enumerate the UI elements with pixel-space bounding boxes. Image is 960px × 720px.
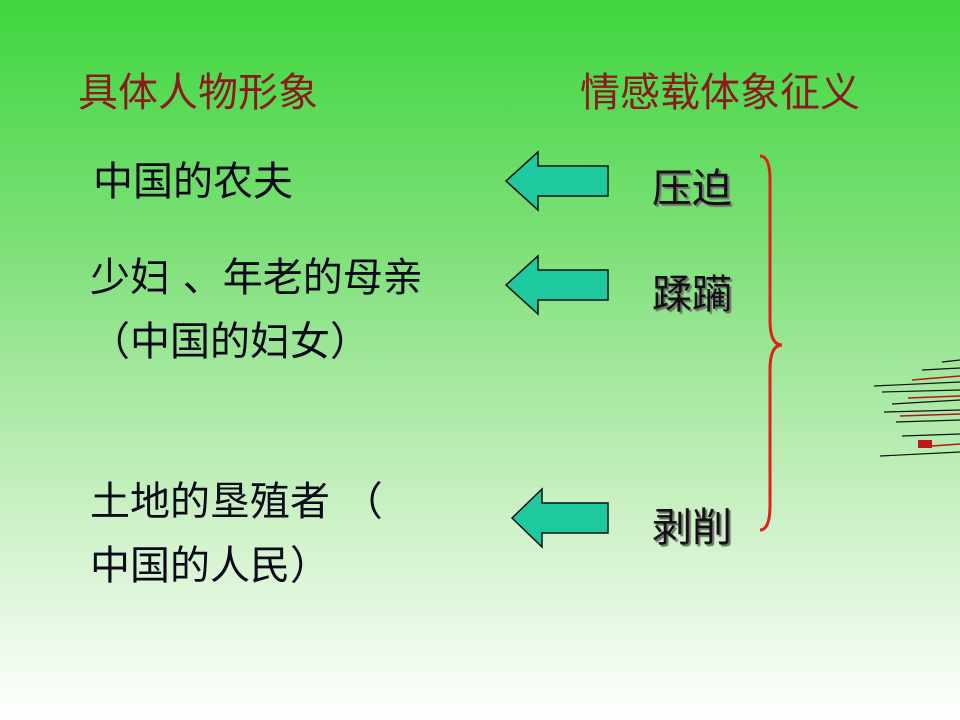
left-arrow-icon <box>504 254 609 316</box>
figure-item-line: （中国的妇女） <box>90 319 370 365</box>
figure-item-line: 少妇 、年老的母亲 <box>90 255 423 301</box>
verb-trampling: 蹂躏 <box>652 272 732 318</box>
header-symbolic-meaning: 情感载体象征义 <box>580 70 860 116</box>
curly-brace-icon <box>759 154 783 532</box>
figure-item-line: 中国的农夫 <box>93 159 293 205</box>
figure-item-cultivators: 土地的垦殖者 （ 中国的人民） <box>90 470 383 598</box>
figure-item-line: 中国的人民） <box>90 543 330 589</box>
figure-item-women: 少妇 、年老的母亲 （中国的妇女） <box>90 246 423 374</box>
figure-item-peasant: 中国的农夫 <box>93 150 293 214</box>
header-concrete-figures: 具体人物形象 <box>78 70 318 116</box>
left-arrow-icon <box>504 150 609 212</box>
verb-exploitation: 剥削 <box>652 505 732 551</box>
figure-item-line: 土地的垦殖者 （ <box>90 479 383 525</box>
decorative-lines-icon <box>873 359 960 457</box>
verb-oppression: 压迫 <box>652 166 732 212</box>
left-arrow-icon <box>510 487 609 549</box>
